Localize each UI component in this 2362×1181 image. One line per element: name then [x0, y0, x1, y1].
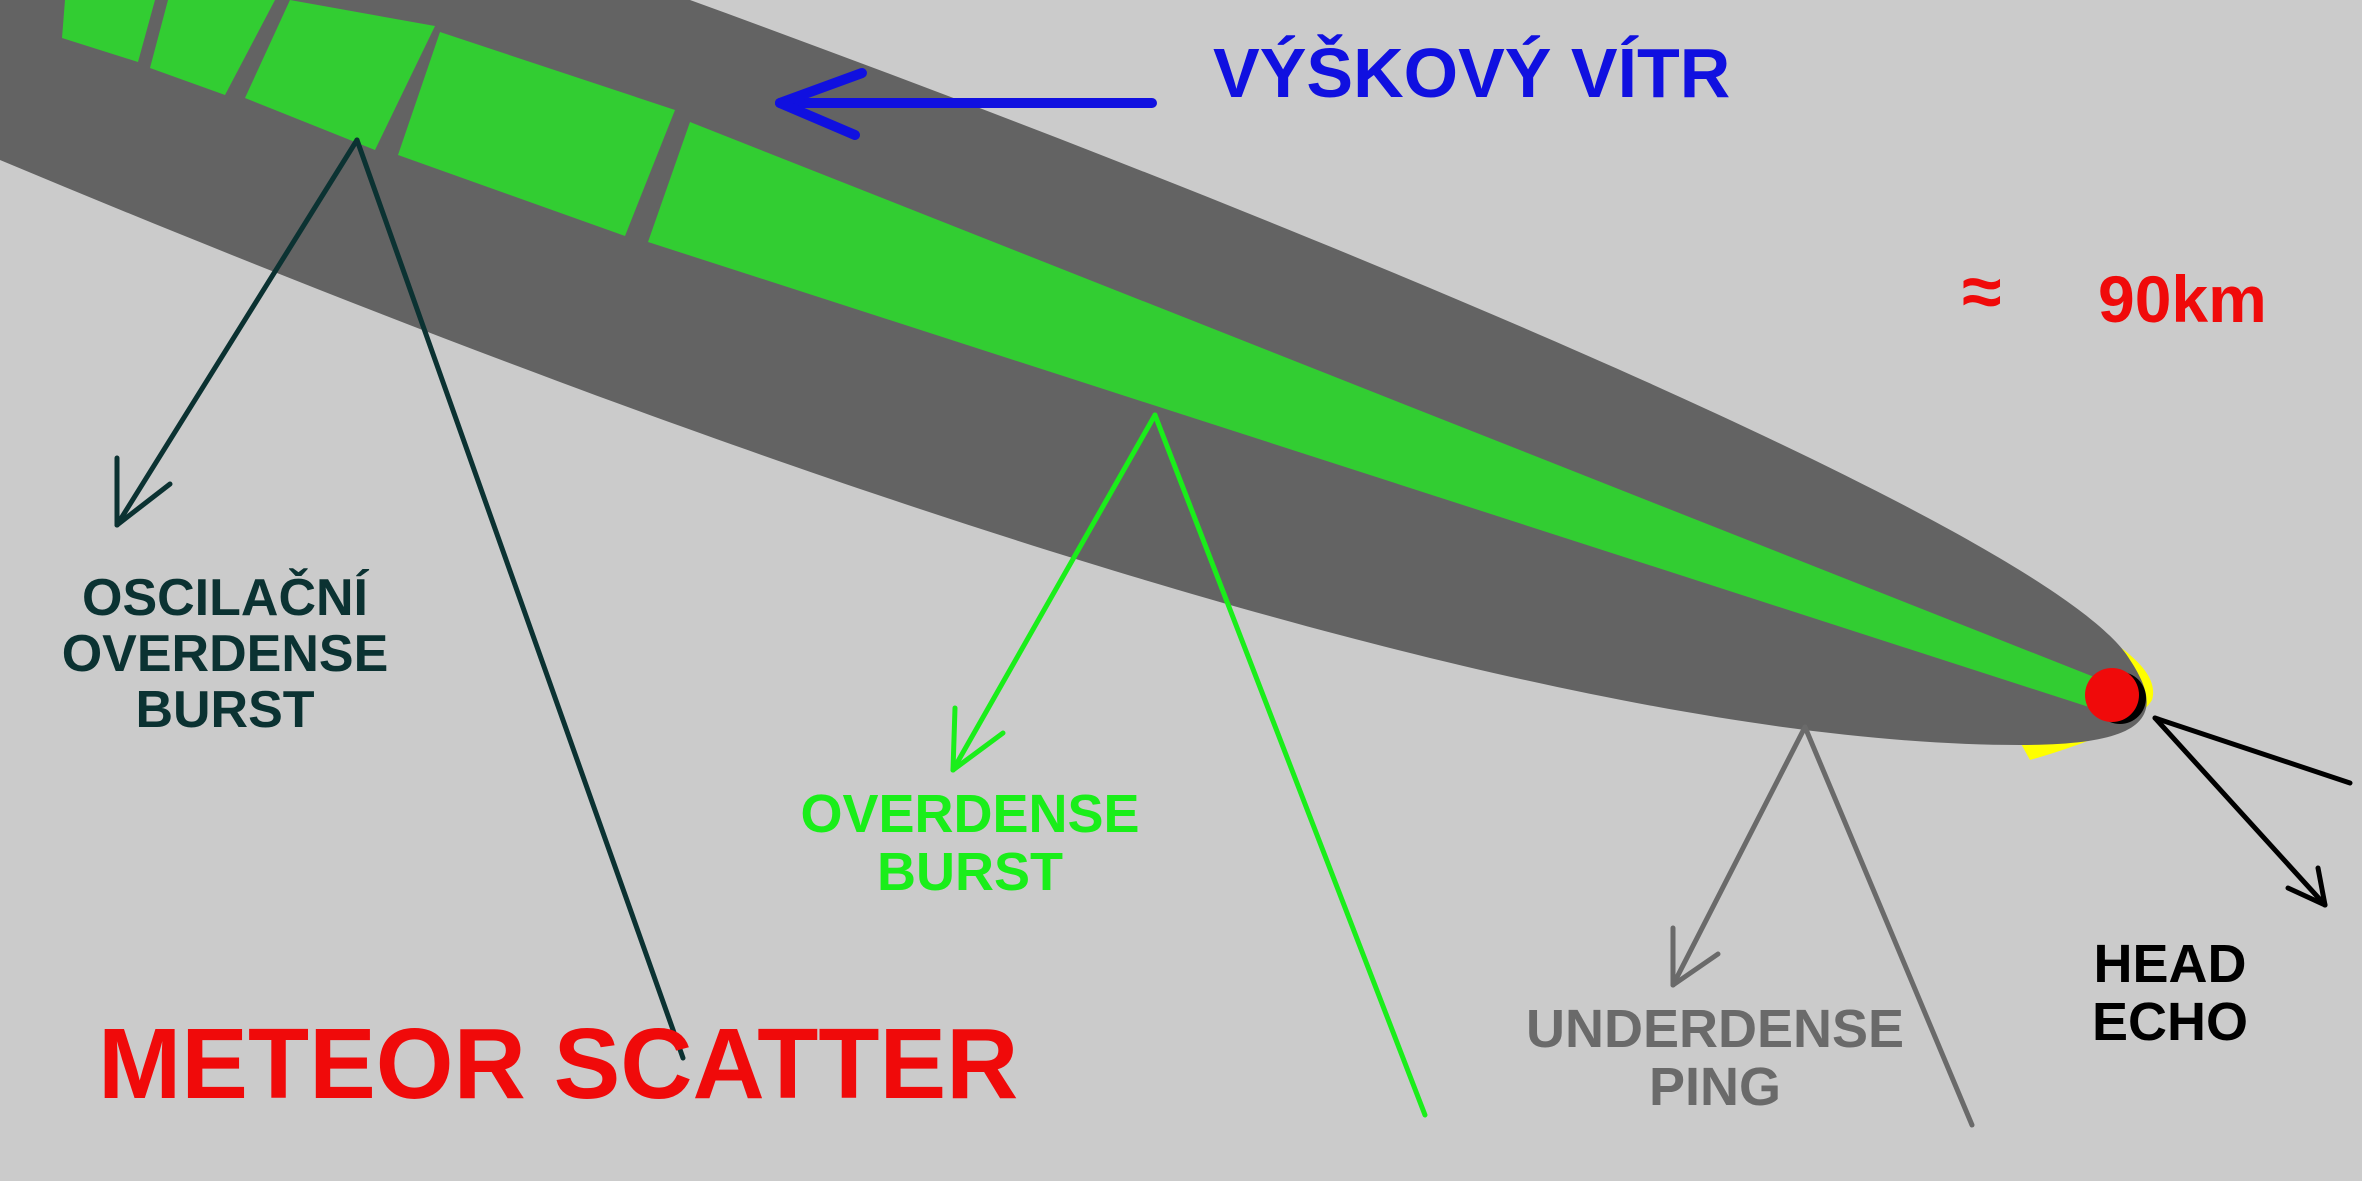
altitude-label: 90km: [2098, 262, 2267, 336]
meteor-head: [2085, 668, 2139, 722]
overdense-pointer: [950, 412, 1428, 1118]
fragment-block-2: [150, 0, 275, 95]
underdense-ping-line-2: PING: [1648, 1057, 1782, 1118]
overdense-column: [648, 122, 2122, 708]
diagram-title: METEOR SCATTER: [98, 1008, 1019, 1120]
head-echo-line-1: HEAD: [2093, 934, 2247, 994]
oscillating-burst-line-2: OVERDENSE: [61, 625, 389, 684]
underdense-ping-line-1: UNDERDENSE: [1525, 999, 1905, 1059]
head-echo-line-2: ECHO: [2091, 992, 2248, 1053]
oscillating-burst-line-1: OSCILAČNÍ: [82, 569, 368, 627]
oscillating-burst-label: OSCILAČNÍ OVERDENSE BURST: [40, 569, 410, 740]
head-echo-pointer: [2152, 715, 2353, 908]
wind-arrow: [775, 68, 1157, 140]
overdense-burst-line-2: BURST: [877, 842, 1063, 903]
oscillating-pointer: [114, 137, 686, 1061]
fragment-block-1: [62, 0, 155, 62]
underdense-ping-label: UNDERDENSE PING: [1500, 1000, 1930, 1117]
altitude-approx-symbol: ≈: [1962, 252, 2002, 332]
oscillating-burst-line-3: BURST: [135, 681, 315, 740]
underdense-pointer: [1670, 724, 1975, 1128]
head-echo-label: HEAD ECHO: [2070, 935, 2270, 1052]
fragment-block-4: [398, 32, 675, 236]
overdense-burst-line-1: OVERDENSE: [800, 784, 1140, 844]
fragment-block-3: [245, 0, 435, 150]
overdense-burst-label: OVERDENSE BURST: [780, 785, 1160, 902]
wind-label: VÝŠKOVÝ VÍTR: [1213, 34, 1731, 112]
